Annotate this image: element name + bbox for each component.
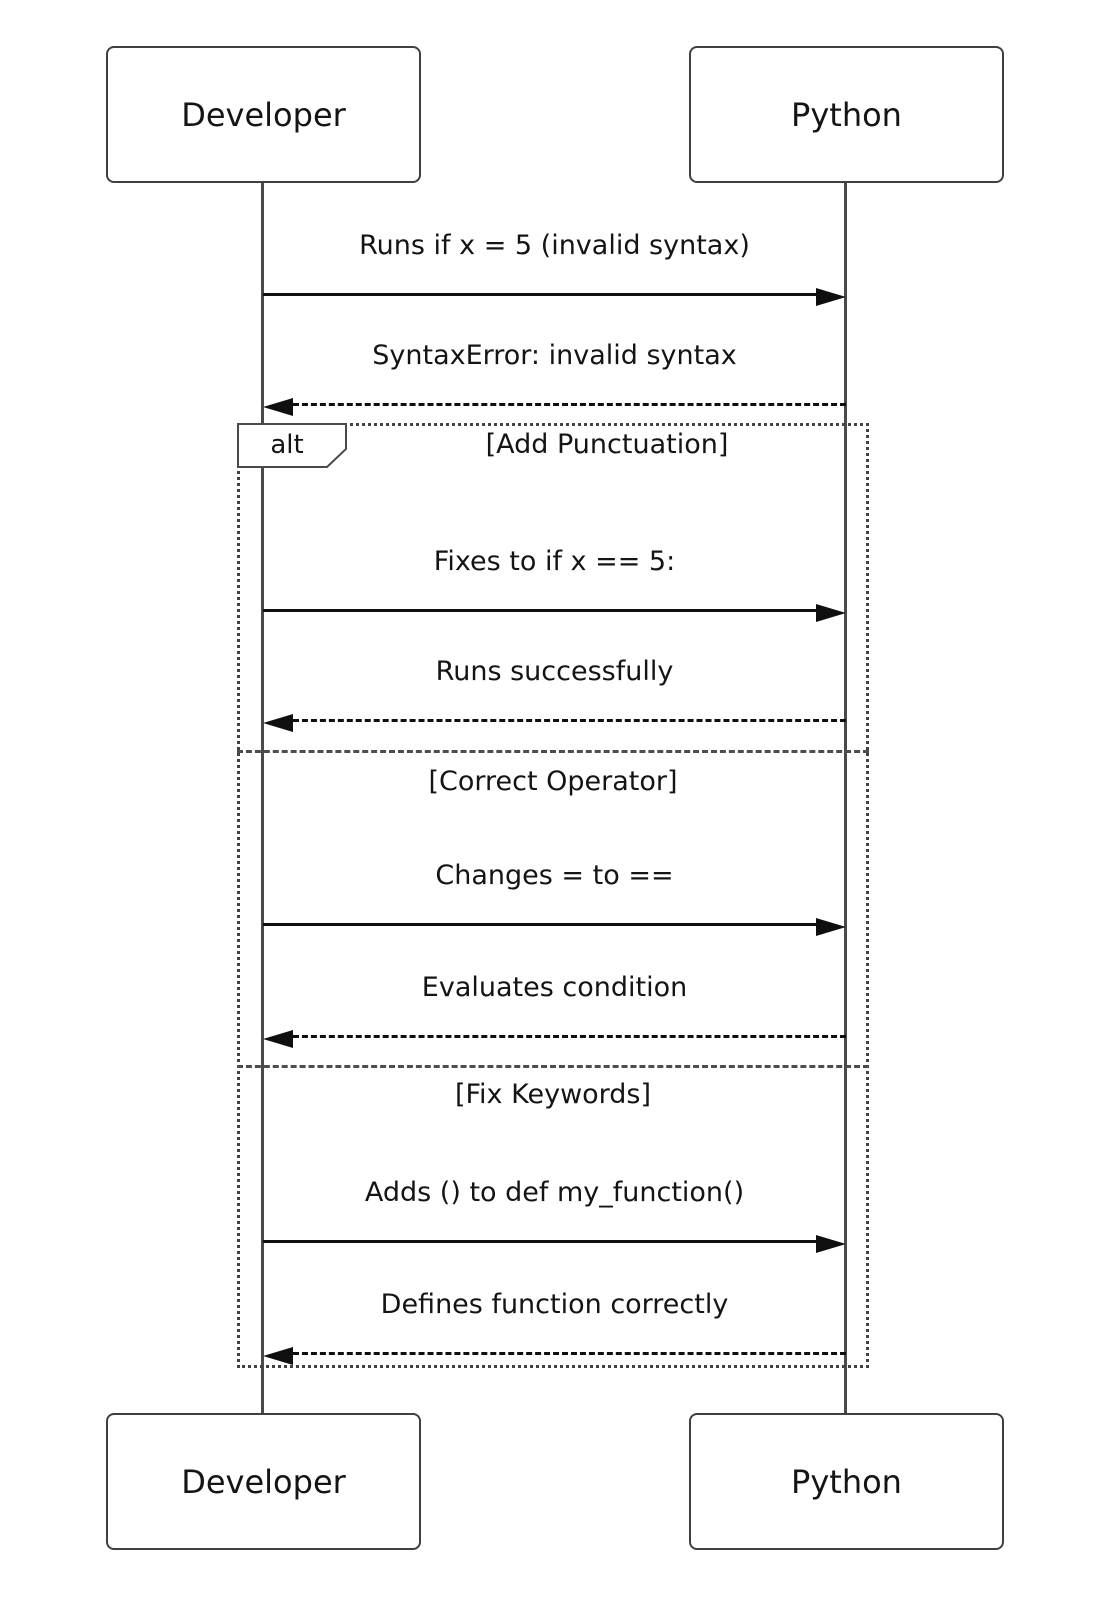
participant-box-developer-bottom: Developer bbox=[106, 1413, 421, 1550]
alt-label: alt bbox=[270, 430, 304, 460]
message-arrow-solid-right bbox=[263, 1235, 846, 1253]
participant-name: Python bbox=[791, 1462, 902, 1501]
alt-condition-label: [Add Punctuation] bbox=[485, 429, 729, 460]
arrowhead-left-icon bbox=[263, 714, 293, 732]
participant-name: Developer bbox=[181, 1462, 346, 1501]
message-arrow-dashed-left bbox=[263, 1030, 846, 1048]
message-label: Runs if x = 5 (invalid syntax) bbox=[359, 230, 750, 261]
alt-frame bbox=[237, 423, 869, 1368]
arrowhead-right-icon bbox=[816, 288, 846, 306]
participant-name: Python bbox=[791, 95, 902, 134]
arrowhead-left-icon bbox=[263, 1347, 293, 1365]
alt-condition-label: [Correct Operator] bbox=[428, 766, 678, 797]
message-label: Defines function correctly bbox=[380, 1289, 729, 1320]
arrowhead-right-icon bbox=[816, 1235, 846, 1253]
message-arrow-solid-right bbox=[263, 918, 846, 936]
arrowhead-left-icon bbox=[263, 398, 293, 416]
message-label: SyntaxError: invalid syntax bbox=[372, 340, 737, 371]
participant-box-python-top: Python bbox=[689, 46, 1004, 183]
alt-condition-label: [Fix Keywords] bbox=[454, 1079, 652, 1110]
message-arrow-dashed-left bbox=[263, 714, 846, 732]
alt-label-tag bbox=[237, 423, 347, 468]
arrowhead-right-icon bbox=[816, 918, 846, 936]
participant-box-python-bottom: Python bbox=[689, 1413, 1004, 1550]
arrowhead-right-icon bbox=[816, 604, 846, 622]
message-arrow-dashed-left bbox=[263, 1347, 846, 1365]
alt-section-divider bbox=[237, 750, 869, 753]
message-arrow-solid-right bbox=[263, 288, 846, 306]
arrowhead-left-icon bbox=[263, 1030, 293, 1048]
message-label: Fixes to if x == 5: bbox=[433, 546, 676, 577]
participant-name: Developer bbox=[181, 95, 346, 134]
message-arrow-dashed-left bbox=[263, 398, 846, 416]
message-label: Adds () to def my_function() bbox=[364, 1177, 745, 1208]
message-arrow-solid-right bbox=[263, 604, 846, 622]
message-label: Changes = to == bbox=[435, 860, 674, 891]
message-label: Runs successfully bbox=[435, 656, 674, 687]
lifeline-developer bbox=[261, 183, 264, 1413]
message-label: Evaluates condition bbox=[421, 972, 688, 1003]
lifeline-python bbox=[844, 183, 847, 1413]
alt-section-divider bbox=[237, 1065, 869, 1068]
participant-box-developer-top: Developer bbox=[106, 46, 421, 183]
